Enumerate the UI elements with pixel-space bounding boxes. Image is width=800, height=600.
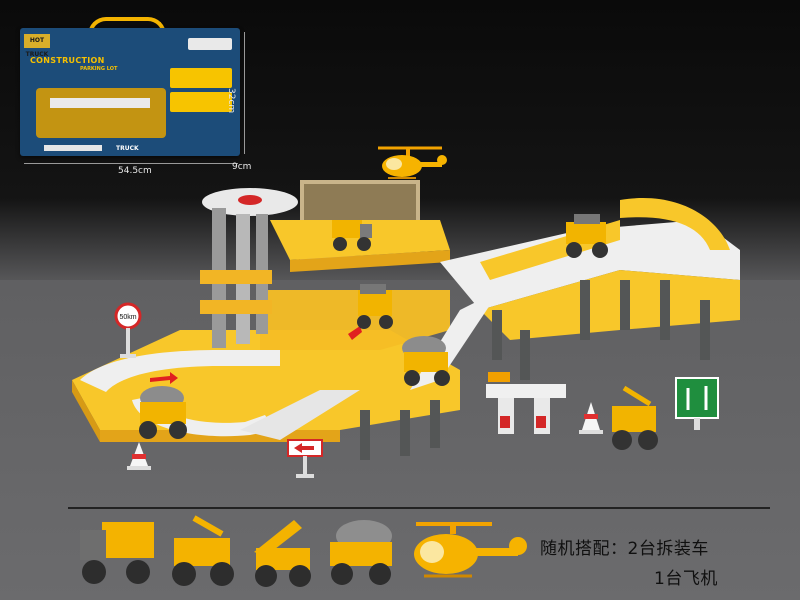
width-dimension-line xyxy=(24,163,238,164)
mixer-truck-icon xyxy=(330,520,392,585)
box-photo-strip xyxy=(170,92,232,112)
mixer-truck-icon xyxy=(402,336,450,386)
crane-truck-icon xyxy=(254,520,311,587)
road-sign-icon xyxy=(675,377,719,430)
toll-gate-icon xyxy=(486,372,566,434)
box-road-image xyxy=(50,98,150,108)
depth-dimension-label: 9cm xyxy=(232,162,252,172)
box-subtitle: PARKING LOT xyxy=(80,66,118,72)
box-logo: HOT TRUCK xyxy=(24,34,50,58)
promo-line-1: 随机搭配：2台拆装车 xyxy=(540,539,709,559)
excavator-truck-icon xyxy=(139,386,187,439)
helicopter-icon xyxy=(414,522,527,578)
crane-truck-icon xyxy=(566,214,608,258)
width-dimension-label: 54.5cm xyxy=(118,166,152,176)
dump-truck-icon xyxy=(332,220,372,251)
divider-line xyxy=(68,507,770,509)
mixer-truck-icon xyxy=(357,284,393,329)
height-dimension-line xyxy=(244,32,245,154)
traffic-cone-icon xyxy=(127,442,151,470)
box-footer-bar xyxy=(44,145,102,151)
speed-limit-sign-icon: 50km xyxy=(114,302,142,358)
box-title: CONSTRUCTION xyxy=(30,56,105,65)
height-dimension-label: 32cm xyxy=(226,88,236,114)
helicopter-icon xyxy=(378,146,447,179)
promo-line-2: 1台飞机 xyxy=(654,569,718,589)
crane-truck-icon xyxy=(612,385,658,450)
dump-truck-icon xyxy=(80,522,154,584)
speed-limit-text: 50km xyxy=(119,314,136,321)
box-photo-strip xyxy=(170,68,232,88)
product-box: HOT TRUCK CONSTRUCTION PARKING LOT TRUCK xyxy=(20,28,240,156)
box-bottom-text: TRUCK xyxy=(116,145,139,152)
box-badge xyxy=(188,38,232,50)
box-track-image xyxy=(36,88,166,138)
direction-arrow-sign-icon xyxy=(287,439,323,478)
traffic-cone-icon xyxy=(579,402,603,434)
crane-truck-icon xyxy=(172,515,234,586)
